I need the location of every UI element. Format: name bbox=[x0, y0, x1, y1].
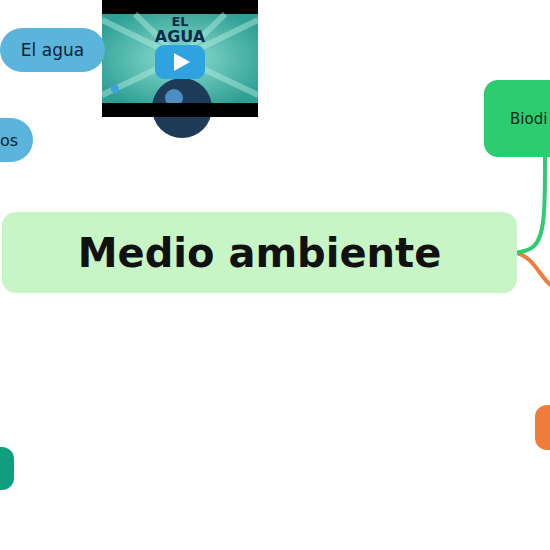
video-title: EL bbox=[160, 14, 200, 29]
central-topic: Medio ambiente bbox=[2, 212, 517, 293]
video-logo bbox=[111, 85, 119, 93]
branch-box bbox=[535, 405, 550, 450]
topic-box: Biodi bbox=[484, 80, 550, 157]
topic-box: os bbox=[0, 118, 33, 162]
video-thumbnail bbox=[102, 0, 258, 138]
play-button bbox=[155, 45, 205, 79]
video-title: AGUA bbox=[150, 27, 210, 46]
video-bar bbox=[102, 103, 258, 117]
topic-label: El agua bbox=[21, 40, 84, 60]
play-icon bbox=[174, 53, 190, 71]
branch-line bbox=[517, 253, 550, 286]
branch-box bbox=[0, 447, 14, 490]
topic-label: os bbox=[0, 131, 18, 150]
topic-label: Medio ambiente bbox=[78, 230, 442, 276]
topic-label: Biodi bbox=[510, 110, 547, 128]
branch-connector bbox=[517, 157, 545, 253]
topic-box: El agua bbox=[0, 28, 105, 72]
video-frame bbox=[102, 0, 258, 117]
